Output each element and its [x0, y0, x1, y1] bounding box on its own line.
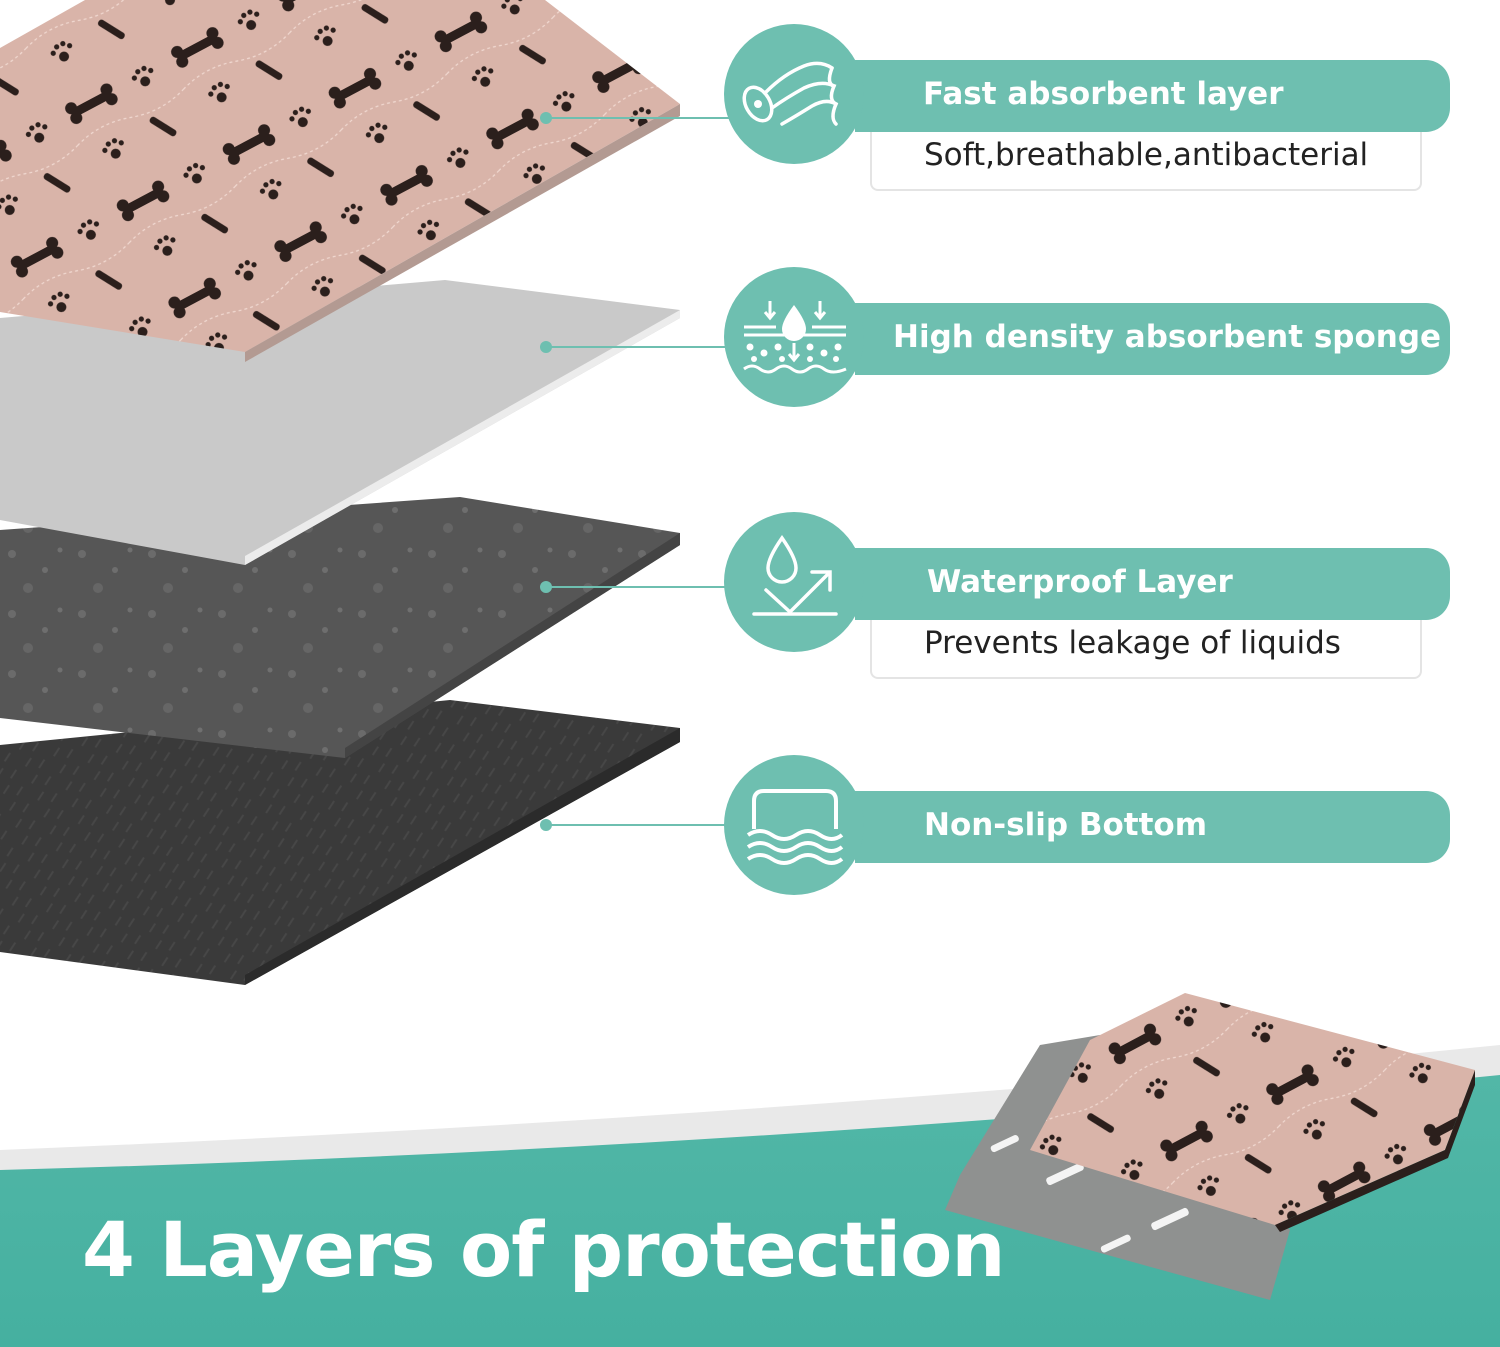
pink-pad	[1030, 993, 1475, 1225]
feature-subtitle: Soft,breathable,antibacterial	[924, 137, 1369, 173]
absorbent-layer	[0, 0, 680, 352]
feature-title: Non-slip Bottom	[924, 807, 1208, 843]
connector-dot-2	[540, 341, 552, 353]
sponge-layer	[0, 280, 680, 565]
feature-title-banner: Waterproof Layer	[855, 548, 1450, 620]
feature-subtitle: Prevents leakage of liquids	[924, 625, 1341, 661]
waterproof-layer	[0, 497, 680, 758]
feature-title: High density absorbent sponge	[893, 319, 1442, 355]
feature-non-slip: Non-slip Bottom	[720, 755, 1450, 895]
feature-title-banner: Non-slip Bottom	[855, 791, 1450, 863]
feature-title: Fast absorbent layer	[923, 76, 1284, 112]
feature-subtitle-box: Prevents leakage of liquids	[870, 615, 1422, 679]
connector-dot-4	[540, 819, 552, 831]
non-slip-layer	[0, 700, 680, 985]
feature-title-banner: High density absorbent sponge	[855, 303, 1450, 375]
water-repel-icon	[724, 512, 864, 652]
footer-headline: 4 Layers of protection	[82, 1205, 1005, 1294]
feature-sponge: High density absorbent sponge	[720, 267, 1450, 407]
folded-pads-image	[945, 993, 1475, 1300]
feature-absorbent-layer: Fast absorbent layer Soft,breathable,ant…	[720, 24, 1450, 191]
water-absorb-icon	[724, 267, 864, 407]
feature-title: Waterproof Layer	[927, 564, 1233, 600]
fabric-roll-icon	[724, 24, 864, 164]
connector-dot-1	[540, 112, 552, 124]
feature-title-banner: Fast absorbent layer	[855, 60, 1450, 132]
feature-subtitle-box: Soft,breathable,antibacterial	[870, 127, 1422, 191]
non-slip-icon	[724, 755, 864, 895]
connector-dot-3	[540, 581, 552, 593]
feature-waterproof: Waterproof Layer Prevents leakage of liq…	[720, 512, 1450, 679]
